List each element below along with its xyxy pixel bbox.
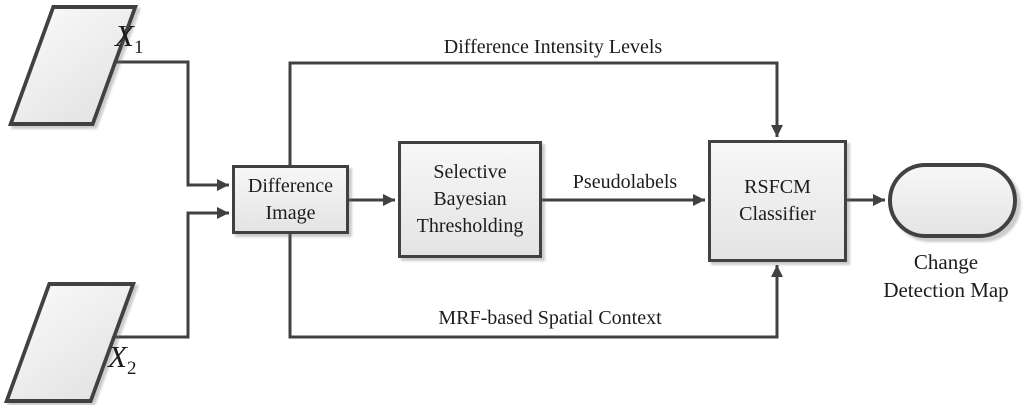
edge-x1-to-difference-image [110, 60, 229, 191]
input-image-2-label: X2 [108, 339, 136, 378]
rsfcm-label-line2: Classifier [739, 203, 816, 225]
difference-image-label-line2: Image [265, 201, 316, 224]
x1-base: X [115, 18, 134, 53]
difference-intensity-levels-label: Difference Intensity Levels [443, 36, 663, 58]
rsfcm-label-line1: RSFCM [744, 176, 811, 198]
x2-subscript: 2 [126, 358, 137, 380]
thresholding-label-line1: Selective [433, 161, 507, 183]
output-label-line2: Detection Map [883, 278, 1009, 302]
x1-subscript: 1 [133, 37, 144, 59]
edge-x2-to-difference-image [110, 207, 229, 339]
change-detection-map-shape [888, 163, 1017, 238]
input-image-1-label: X1 [115, 18, 143, 57]
mrf-based-spatial-context-label: MRF-based Spatial Context [438, 307, 662, 329]
thresholding-label-line3: Thresholding [416, 215, 524, 237]
rsfcm-classifier-node: RSFCM Classifier [708, 140, 847, 262]
x2-base: X [108, 339, 127, 374]
output-label-line1: Change [913, 250, 979, 274]
edge-mrf-spatial-context [288, 234, 783, 339]
difference-image-node: Difference Image [232, 165, 349, 234]
change-detection-map-label: Change Detection Map [868, 248, 1024, 304]
thresholding-label-line2: Bayesian [433, 188, 507, 210]
pseudolabels-label: Pseudolabels [572, 171, 678, 193]
edge-difference-intensity-levels [288, 61, 783, 165]
difference-image-label-line1: Difference [247, 174, 334, 197]
selective-bayesian-thresholding-node: Selective Bayesian Thresholding [398, 141, 542, 258]
